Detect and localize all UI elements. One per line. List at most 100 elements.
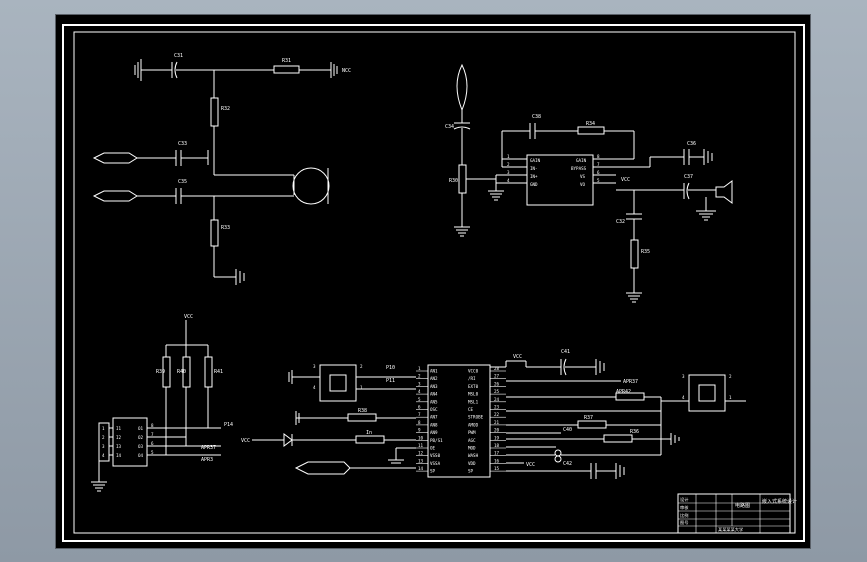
mcu-right-pin-num: 24 (494, 397, 500, 402)
top-right-circuit: C34 R30 1 2 3 4 GAIN IN- IN+ GND GAIN BY… (445, 63, 733, 303)
mcu-left-pin-num: 12 (418, 451, 424, 456)
svg-text:3: 3 (102, 444, 105, 449)
svg-text:图号: 图号 (680, 520, 688, 526)
svg-text:5: 5 (597, 178, 600, 183)
label-r-in: In (366, 430, 372, 436)
label-r33: R33 (221, 225, 230, 231)
mcu-left-pin-name: AN2 (430, 376, 438, 381)
mcu-right-pin-num: 25 (494, 389, 500, 394)
label-apr37-a: APR37 (201, 445, 216, 451)
mcu-right-pin-name: CE (468, 407, 474, 412)
mcu-left-pin-name: AN9 (430, 430, 438, 435)
label-c37: C37 (684, 174, 693, 180)
mcu-left-pin-name: OSC (430, 407, 438, 412)
mcu-left-pin-num: 5 (418, 397, 421, 402)
inner-frame (73, 31, 796, 534)
svg-text:1: 1 (729, 395, 732, 400)
mcu-right-pin-num: 23 (494, 405, 500, 410)
svg-text:BYPASS: BYPASS (571, 166, 587, 171)
label-apr37-b: APR3 (201, 457, 213, 463)
label-r41: R41 (214, 369, 223, 375)
mcu-left-pin-name: PB/S1 (430, 438, 443, 443)
svg-text:1: 1 (507, 154, 510, 159)
mcu-left-pin-name: VSSA (430, 461, 441, 466)
outer-frame (62, 24, 805, 542)
label-r34: R34 (586, 121, 595, 127)
svg-text:4: 4 (682, 395, 685, 400)
svg-text:比例: 比例 (680, 512, 688, 519)
mcu-chip (427, 364, 491, 478)
label-vcc-top: VCC (513, 354, 522, 360)
label-c38: C38 (532, 114, 541, 120)
svg-text:6: 6 (151, 441, 154, 446)
svg-text:2: 2 (507, 162, 510, 167)
svg-text:O3: O3 (138, 444, 144, 449)
amp-chip (526, 154, 594, 206)
microphone (292, 167, 330, 205)
label-r39: R39 (156, 369, 165, 375)
mcu-left-pin-num: 7 (418, 412, 421, 417)
mcu-right-pin-num: 21 (494, 420, 500, 425)
mcu-left-pin-name: AN5 (430, 399, 438, 404)
svg-text:8: 8 (597, 154, 600, 159)
svg-text:1: 1 (102, 426, 105, 431)
label-ncc: NCC (342, 68, 351, 74)
mcu-right-pin-name: MSL1 (468, 399, 479, 404)
mcu-left-pin-num: 9 (418, 428, 421, 433)
label-c42: C42 (563, 461, 572, 467)
label-r32: R32 (221, 106, 230, 112)
label-vcc-amp: VCC (621, 177, 630, 183)
label-c32: C32 (616, 219, 625, 225)
svg-text:3: 3 (313, 364, 316, 369)
bottom-left-circuit: VCC R39 R40 R41 1 2 3 4 I1 I2 I3 I4 O1 O… (91, 314, 233, 492)
mcu-left-pin-num: 11 (418, 443, 424, 448)
mcu-right-pin-num: 28 (494, 366, 500, 371)
svg-text:8: 8 (151, 423, 154, 428)
svg-text:O1: O1 (138, 426, 144, 431)
connector-block (98, 422, 110, 462)
svg-text:IN-: IN- (530, 166, 538, 171)
mcu-left-pin-num: 14 (418, 466, 424, 471)
svg-text:GAIN: GAIN (530, 158, 541, 163)
mcu-right-pin-num: 17 (494, 451, 500, 456)
mcu-left-pin-num: 1 (418, 366, 421, 371)
mcu-right-pin-num: 20 (494, 428, 500, 433)
speaker-icon (715, 180, 733, 204)
mcu-left-pin-num: 13 (418, 458, 424, 463)
label-r30: R30 (449, 178, 458, 184)
mcu-left-pin-num: 6 (418, 405, 421, 410)
svg-text:GND: GND (530, 182, 538, 187)
svg-text:7: 7 (151, 432, 154, 437)
label-vcc-bl: VCC (184, 314, 193, 320)
svg-text:5: 5 (151, 450, 154, 455)
drawing-viewport[interactable]: C31 R31 NCC R32 C33 C35 R33 (55, 14, 811, 549)
top-left-circuit: C31 R31 NCC R32 C33 C35 R33 (92, 53, 351, 285)
mcu-right-pin-num: 15 (494, 466, 500, 471)
mcu-left-pin-num: 10 (418, 435, 424, 440)
label-p11: P11 (386, 378, 395, 384)
svg-text:2: 2 (729, 374, 732, 379)
label-apr37: APR37 (623, 379, 638, 385)
mcu-left-pin-name: OE (430, 446, 436, 451)
svg-text:O2: O2 (138, 435, 144, 440)
svg-text:1: 1 (360, 385, 363, 390)
mcu-right-pin-num: 19 (494, 435, 500, 440)
label-r36: R36 (630, 429, 639, 435)
mcu-right-pin-num: 26 (494, 381, 500, 386)
label-c35: C35 (178, 179, 187, 185)
svg-text:VO: VO (580, 182, 586, 187)
label-apr42: APR42 (616, 389, 631, 395)
mcu-left-pin-num: 3 (418, 381, 421, 386)
title-drawing-name: 电路图 (735, 502, 750, 509)
svg-text:4: 4 (102, 453, 105, 458)
mcu-right-pin-num: 18 (494, 443, 500, 448)
title-block: 设计 审核 比例 图号 电路图 嵌入式系统设计 某某某某大学 (677, 493, 797, 534)
mcu-left-pin-num: 4 (418, 389, 421, 394)
mcu-right-pin-name: STROBE (468, 415, 484, 420)
mcu-right-pin-num: 22 (494, 412, 500, 417)
schematic-drawing: C31 R31 NCC R32 C33 C35 R33 (62, 24, 805, 542)
title-project: 嵌入式系统设计 (762, 498, 797, 505)
label-vcc-bottom: VCC (526, 462, 535, 468)
mcu-left-pin-name: AN4 (430, 392, 438, 397)
mcu-right-pin-num: 27 (494, 374, 500, 379)
